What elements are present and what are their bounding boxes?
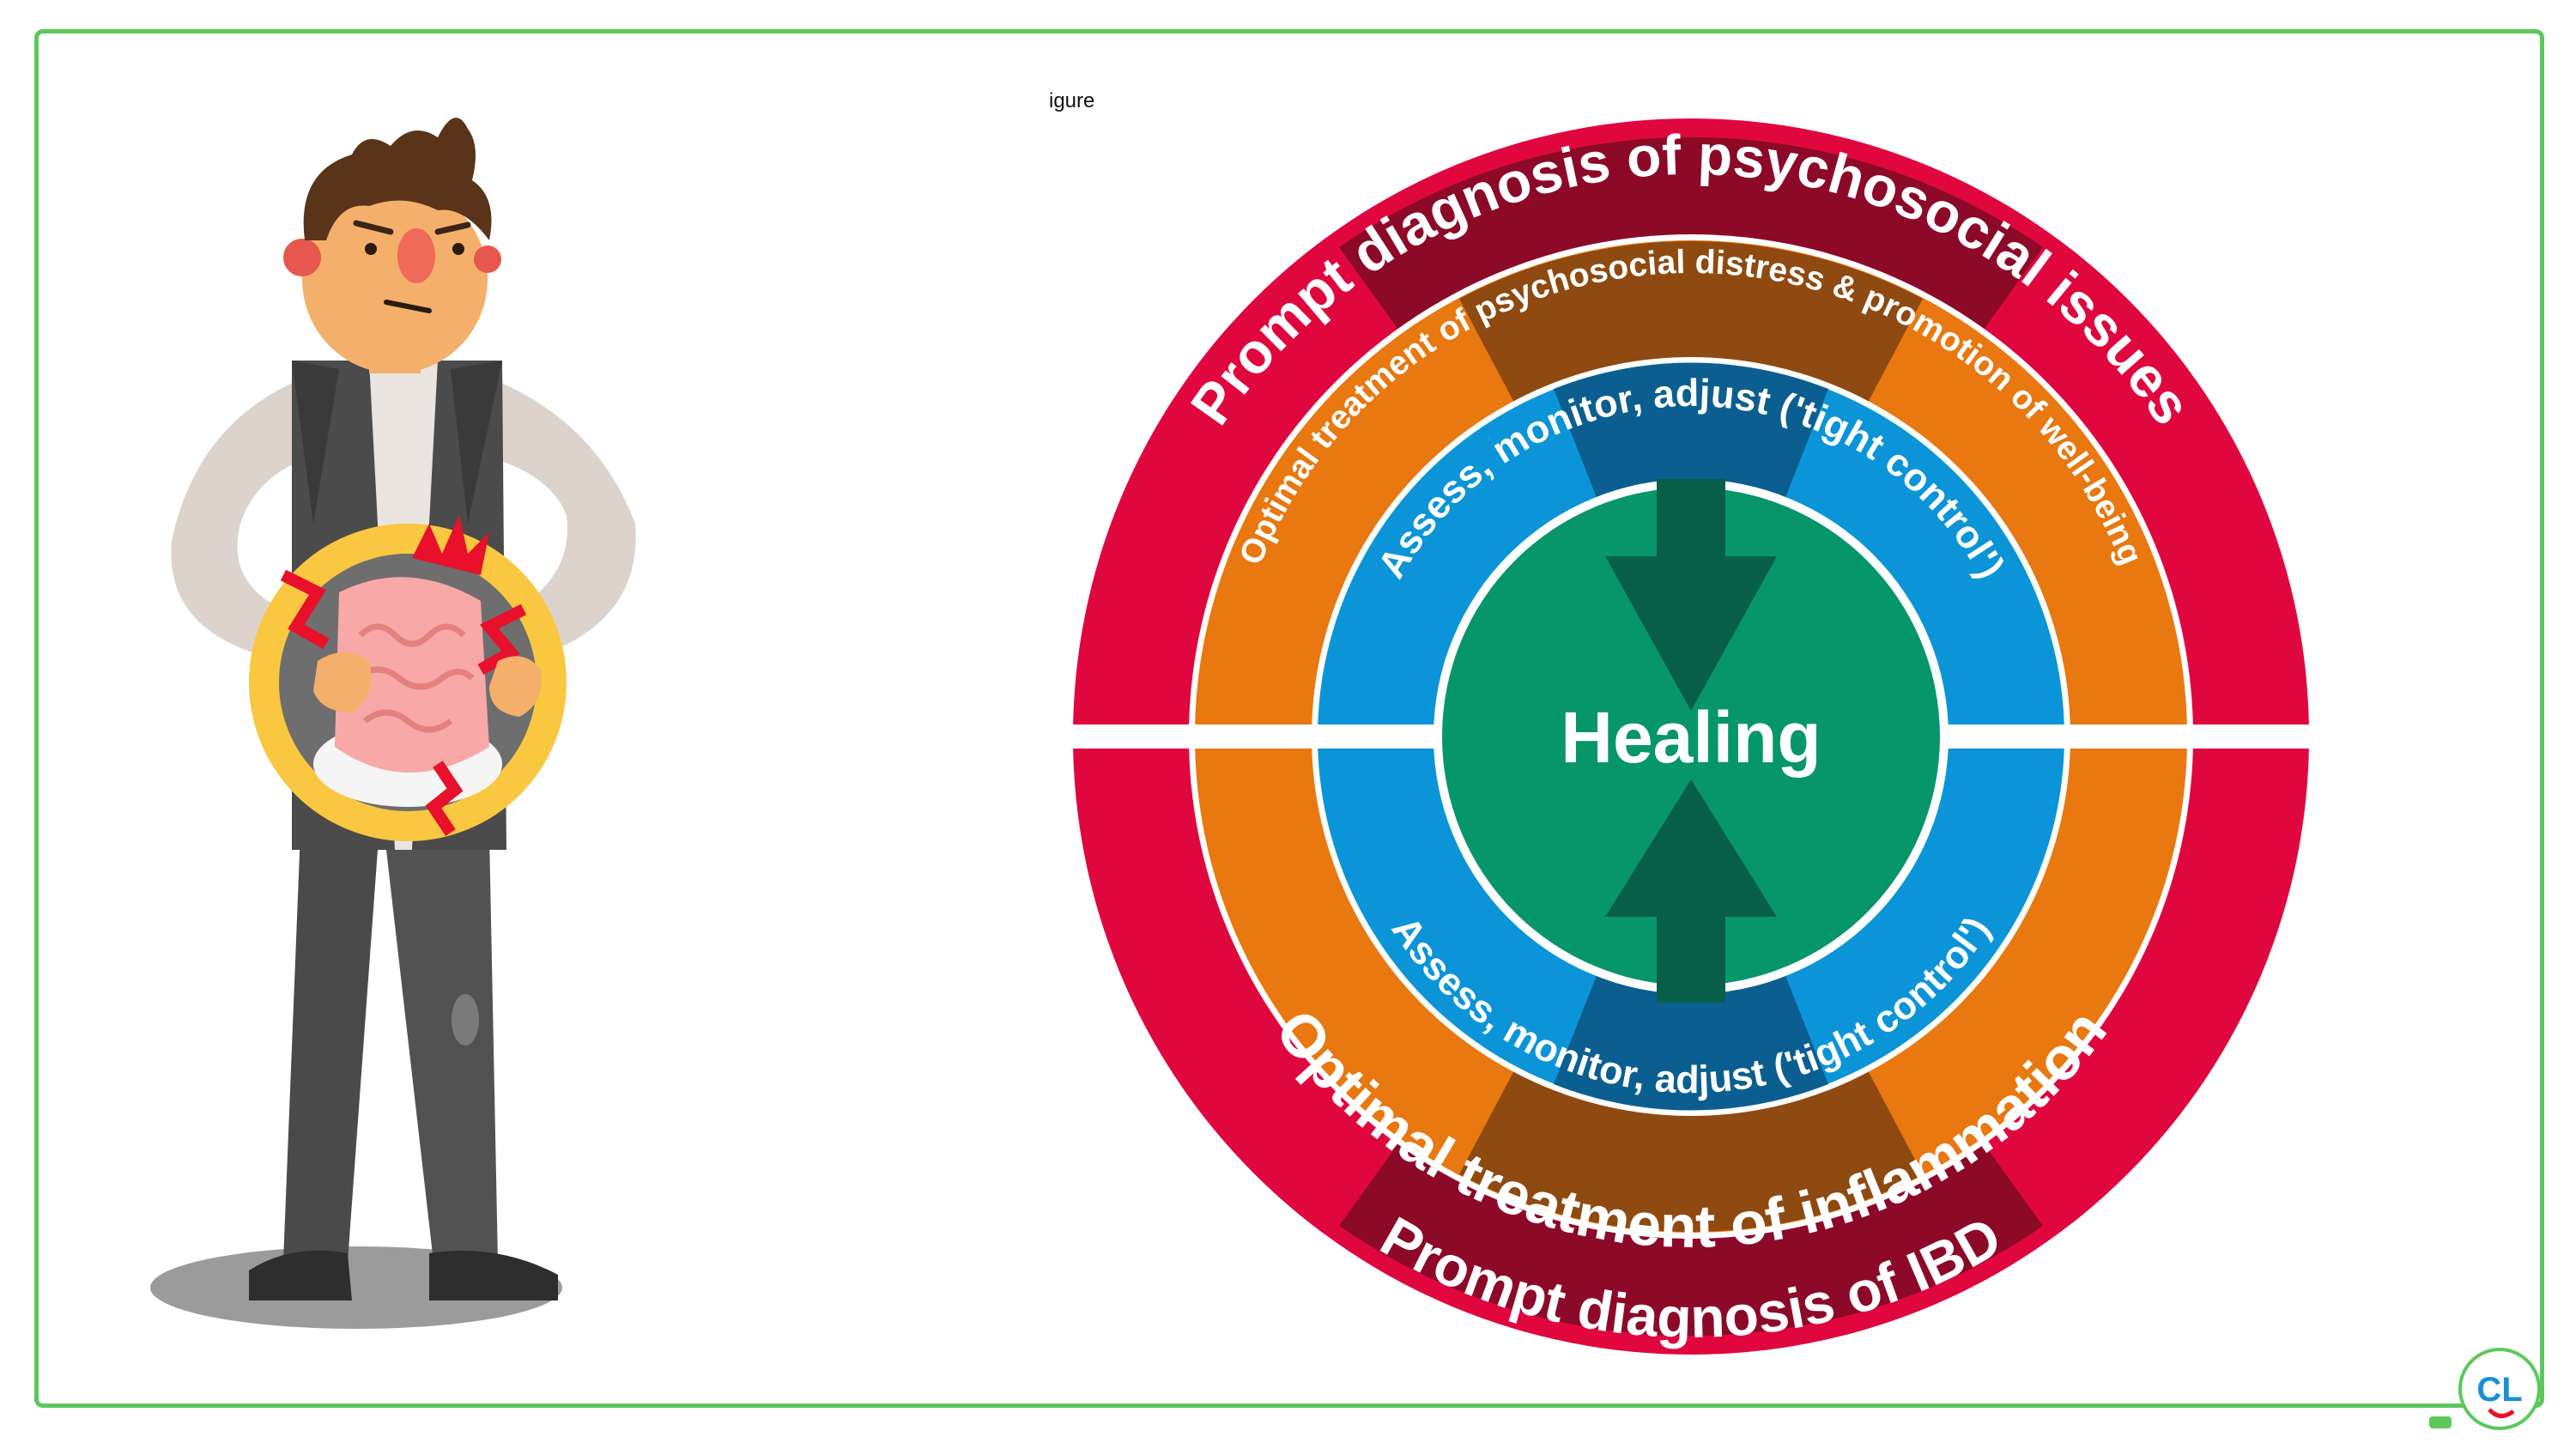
right-arm-shape	[481, 378, 636, 661]
arrow-up-shaft	[1657, 908, 1725, 1003]
eyebrow-left-shape	[353, 220, 394, 235]
eyebrow-right-shape	[434, 221, 471, 235]
ear-right-shape	[474, 246, 501, 273]
left-arm-shape	[171, 378, 318, 661]
eye-right-shape	[452, 243, 464, 255]
pain-bolt-left-icon	[280, 569, 330, 650]
logo-text: CL	[2476, 1371, 2522, 1409]
vest-lapel-right-shape	[451, 361, 502, 524]
pain-burst-icon	[412, 515, 489, 575]
pain-bolt-bottom-icon	[425, 761, 464, 836]
nose-shape	[397, 228, 435, 283]
eye-left-shape	[365, 243, 377, 255]
left-leg-shape	[283, 833, 378, 1262]
mouth-shape	[384, 300, 432, 313]
hair-shape	[303, 118, 492, 240]
cl-logo: CL	[2429, 1348, 2541, 1430]
person-with-abdominal-pain-illustration	[150, 118, 636, 1329]
healing-label: Healing	[1561, 697, 1821, 778]
pain-bolt-right-icon	[477, 603, 527, 676]
logo-plug-shape	[2429, 1416, 2452, 1428]
intestine-folds-shape	[354, 623, 475, 733]
figure-label: igure	[1049, 89, 1095, 112]
healing-target-diagram: Healing Prompt diagnosis of psychosocial…	[1073, 118, 2309, 1355]
right-hand-shape	[489, 656, 542, 717]
arrow-down-icon	[1605, 556, 1777, 711]
logo-circle	[2458, 1348, 2541, 1430]
right-shoe-shape	[429, 1251, 558, 1300]
arrow-down-shaft	[1657, 479, 1725, 565]
left-hand-shape	[313, 652, 372, 712]
vest-lapel-left-shape	[292, 361, 339, 524]
left-shoe-shape	[249, 1250, 352, 1300]
ear-left-shape	[283, 239, 321, 276]
logo-swoosh-shape	[2488, 1408, 2515, 1418]
knee-patch-shape	[452, 994, 479, 1046]
arrow-up-icon	[1605, 779, 1777, 917]
right-leg-shape	[386, 833, 498, 1262]
healing-core	[1442, 488, 1940, 985]
figure-frame	[34, 29, 2544, 1408]
